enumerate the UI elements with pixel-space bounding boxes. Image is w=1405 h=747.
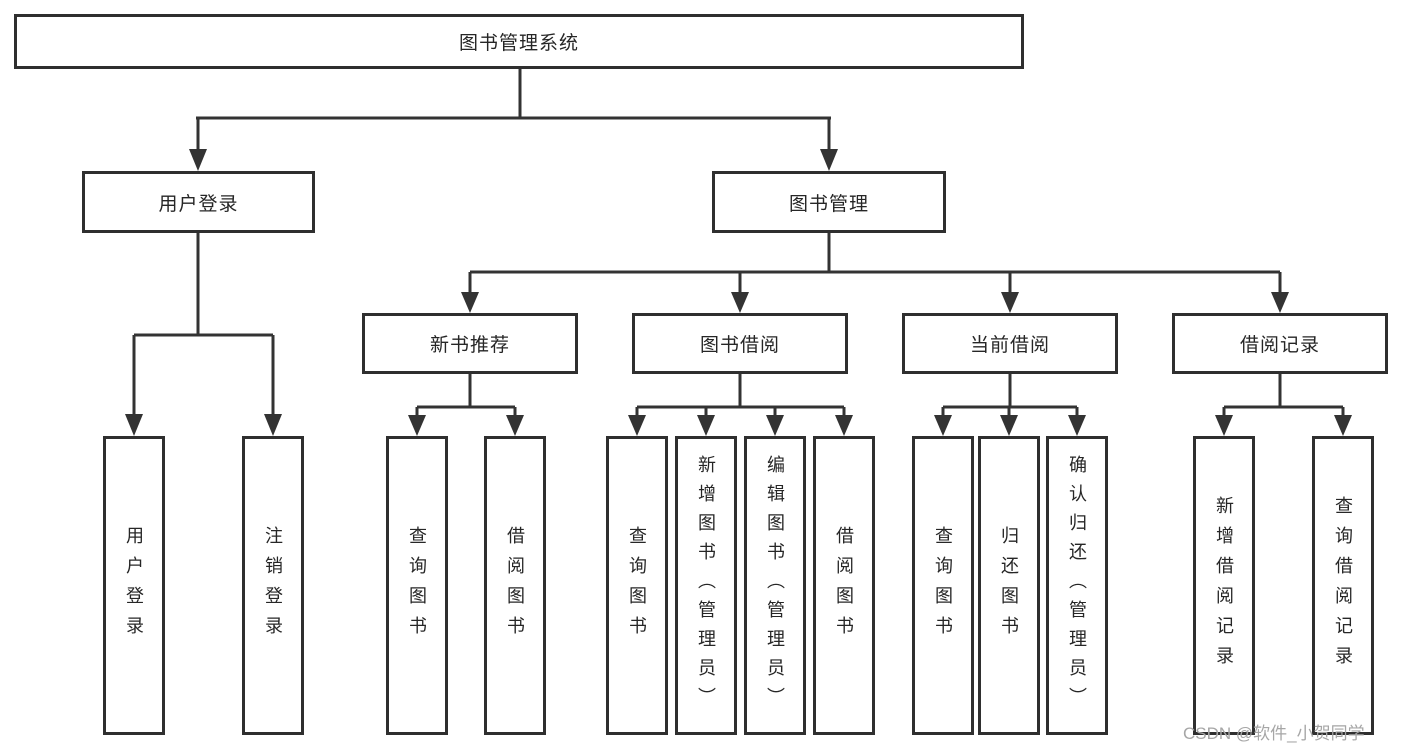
leaf-user-login-label: 用户登录 — [124, 525, 144, 646]
arrow-down-icon — [697, 415, 715, 436]
connector-book-borrowing-to-children — [628, 374, 853, 436]
leaf-add-borrow-record-label: 新增借阅记录 — [1214, 495, 1234, 676]
leaf-user-login: 用户登录 — [103, 436, 165, 735]
leaf-logout-login-label: 注销登录 — [263, 525, 283, 646]
leaf-query-books-recommend: 查询图书 — [386, 436, 448, 735]
arrow-down-icon — [731, 292, 749, 313]
node-current-borrowing-label: 当前借阅 — [969, 335, 1050, 356]
leaf-borrow-books-borrowing-label: 借阅图书 — [834, 525, 854, 646]
arrow-down-icon — [1068, 415, 1086, 436]
node-user-login-label: 用户登录 — [158, 193, 239, 215]
leaf-confirm-return-admin-label: 确认归还（管理员） — [1067, 455, 1087, 716]
node-user-login: 用户登录 — [82, 171, 315, 233]
node-book-borrowing-label: 图书借阅 — [699, 335, 780, 356]
leaf-logout-login: 注销登录 — [242, 436, 304, 735]
arrow-down-icon — [125, 414, 143, 436]
leaf-query-books-current: 查询图书 — [912, 436, 974, 735]
arrow-down-icon — [766, 415, 784, 436]
leaf-query-books-borrowing: 查询图书 — [606, 436, 668, 735]
connector-borrowing-records-to-children — [1215, 374, 1352, 436]
arrow-down-icon — [189, 149, 207, 171]
arrow-down-icon — [820, 149, 838, 171]
leaf-edit-books-admin-label: 编辑图书（管理员） — [765, 455, 785, 716]
arrow-down-icon — [461, 292, 479, 313]
arrow-down-icon — [1001, 292, 1019, 313]
leaf-return-books: 归还图书 — [978, 436, 1040, 735]
arrow-down-icon — [1215, 415, 1233, 436]
node-new-book-recommendation: 新书推荐 — [362, 313, 578, 374]
node-root-system-label: 图书管理系统 — [458, 33, 579, 54]
arrow-down-icon — [506, 415, 524, 436]
leaf-borrow-books-borrowing: 借阅图书 — [813, 436, 875, 735]
leaf-query-books-current-label: 查询图书 — [933, 525, 953, 646]
node-book-borrowing: 图书借阅 — [632, 313, 848, 374]
leaf-add-borrow-record: 新增借阅记录 — [1193, 436, 1255, 735]
leaf-query-borrow-record: 查询借阅记录 — [1312, 436, 1374, 735]
connector-current-borrowing-to-children — [934, 374, 1086, 436]
leaf-return-books-label: 归还图书 — [999, 525, 1019, 646]
arrow-down-icon — [934, 415, 952, 436]
leaf-query-books-recommend-label: 查询图书 — [407, 525, 427, 646]
node-new-book-recommendation-label: 新书推荐 — [429, 335, 510, 356]
leaf-add-books-admin: 新增图书（管理员） — [675, 436, 737, 735]
node-borrowing-records: 借阅记录 — [1172, 313, 1388, 374]
node-current-borrowing: 当前借阅 — [902, 313, 1118, 374]
leaf-query-books-borrowing-label: 查询图书 — [627, 525, 647, 646]
connector-book-management-to-level3 — [461, 233, 1289, 313]
arrow-down-icon — [1271, 292, 1289, 313]
arrow-down-icon — [408, 415, 426, 436]
leaf-edit-books-admin: 编辑图书（管理员） — [744, 436, 806, 735]
connector-new-book-recommendation-to-children — [408, 374, 524, 436]
leaf-borrow-books-recommend-label: 借阅图书 — [505, 525, 525, 646]
arrow-down-icon — [1334, 415, 1352, 436]
leaf-add-books-admin-label: 新增图书（管理员） — [696, 455, 716, 716]
node-borrowing-records-label: 借阅记录 — [1239, 335, 1320, 356]
arrow-down-icon — [628, 415, 646, 436]
arrow-down-icon — [835, 415, 853, 436]
connector-user-login-to-children — [125, 233, 282, 436]
arrow-down-icon — [1000, 415, 1018, 436]
leaf-borrow-books-recommend: 借阅图书 — [484, 436, 546, 735]
leaf-confirm-return-admin: 确认归还（管理员） — [1046, 436, 1108, 735]
node-book-management: 图书管理 — [712, 171, 946, 233]
connector-root-to-level2 — [189, 69, 838, 171]
node-root-system: 图书管理系统 — [14, 14, 1024, 69]
csdn-watermark: CSDN @软件_小贺同学 — [1183, 724, 1365, 743]
arrow-down-icon — [264, 414, 282, 436]
leaf-query-borrow-record-label: 查询借阅记录 — [1333, 495, 1353, 676]
node-book-management-label: 图书管理 — [788, 193, 869, 215]
